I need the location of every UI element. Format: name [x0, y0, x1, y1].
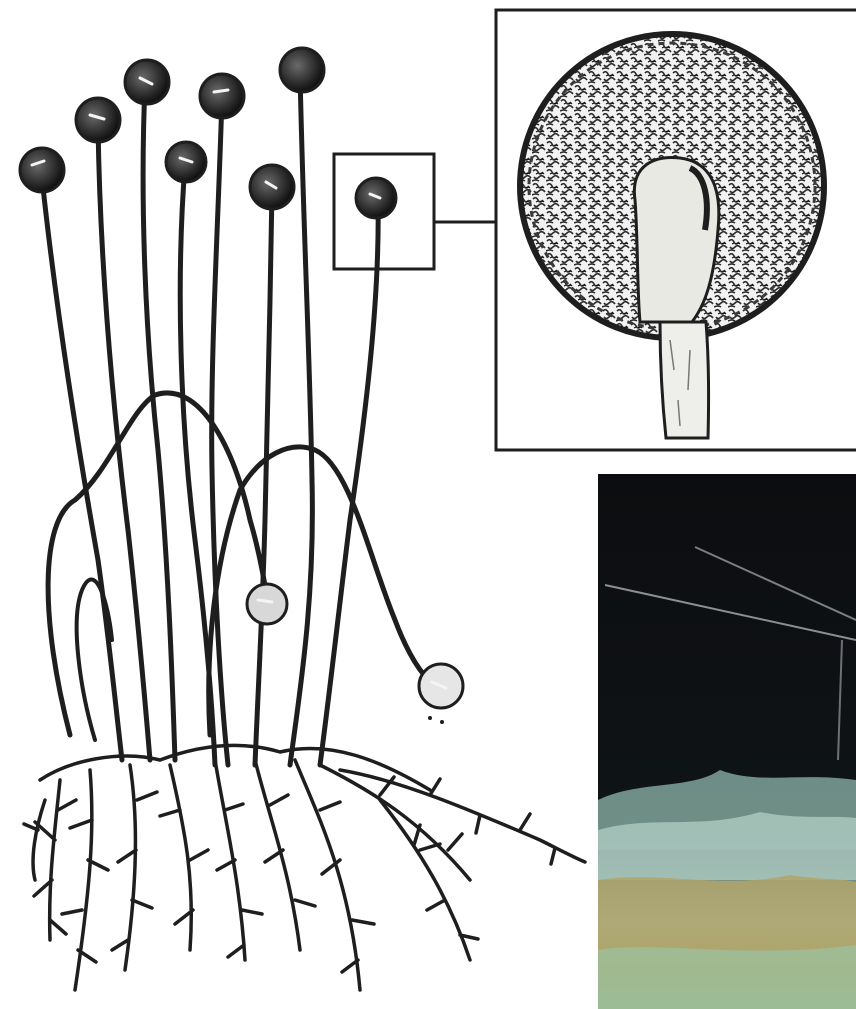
sporangium	[76, 98, 120, 142]
sporangium	[200, 74, 244, 118]
columella	[634, 157, 718, 322]
sporangium	[280, 48, 324, 92]
sporangium	[20, 148, 64, 192]
rhizoids	[24, 745, 585, 990]
stolon-arc	[77, 580, 112, 740]
stalk-magnified	[660, 322, 709, 438]
sporangiophore-stalk	[255, 190, 272, 765]
sporangium	[166, 142, 206, 182]
inset-panel	[496, 10, 856, 450]
sporangiophore-stalk	[290, 72, 312, 765]
sporangium-young	[247, 584, 287, 624]
sporangiophore-stalk	[143, 85, 175, 760]
sporangiophore-stalk	[320, 200, 378, 765]
mold-photo	[598, 474, 856, 1009]
